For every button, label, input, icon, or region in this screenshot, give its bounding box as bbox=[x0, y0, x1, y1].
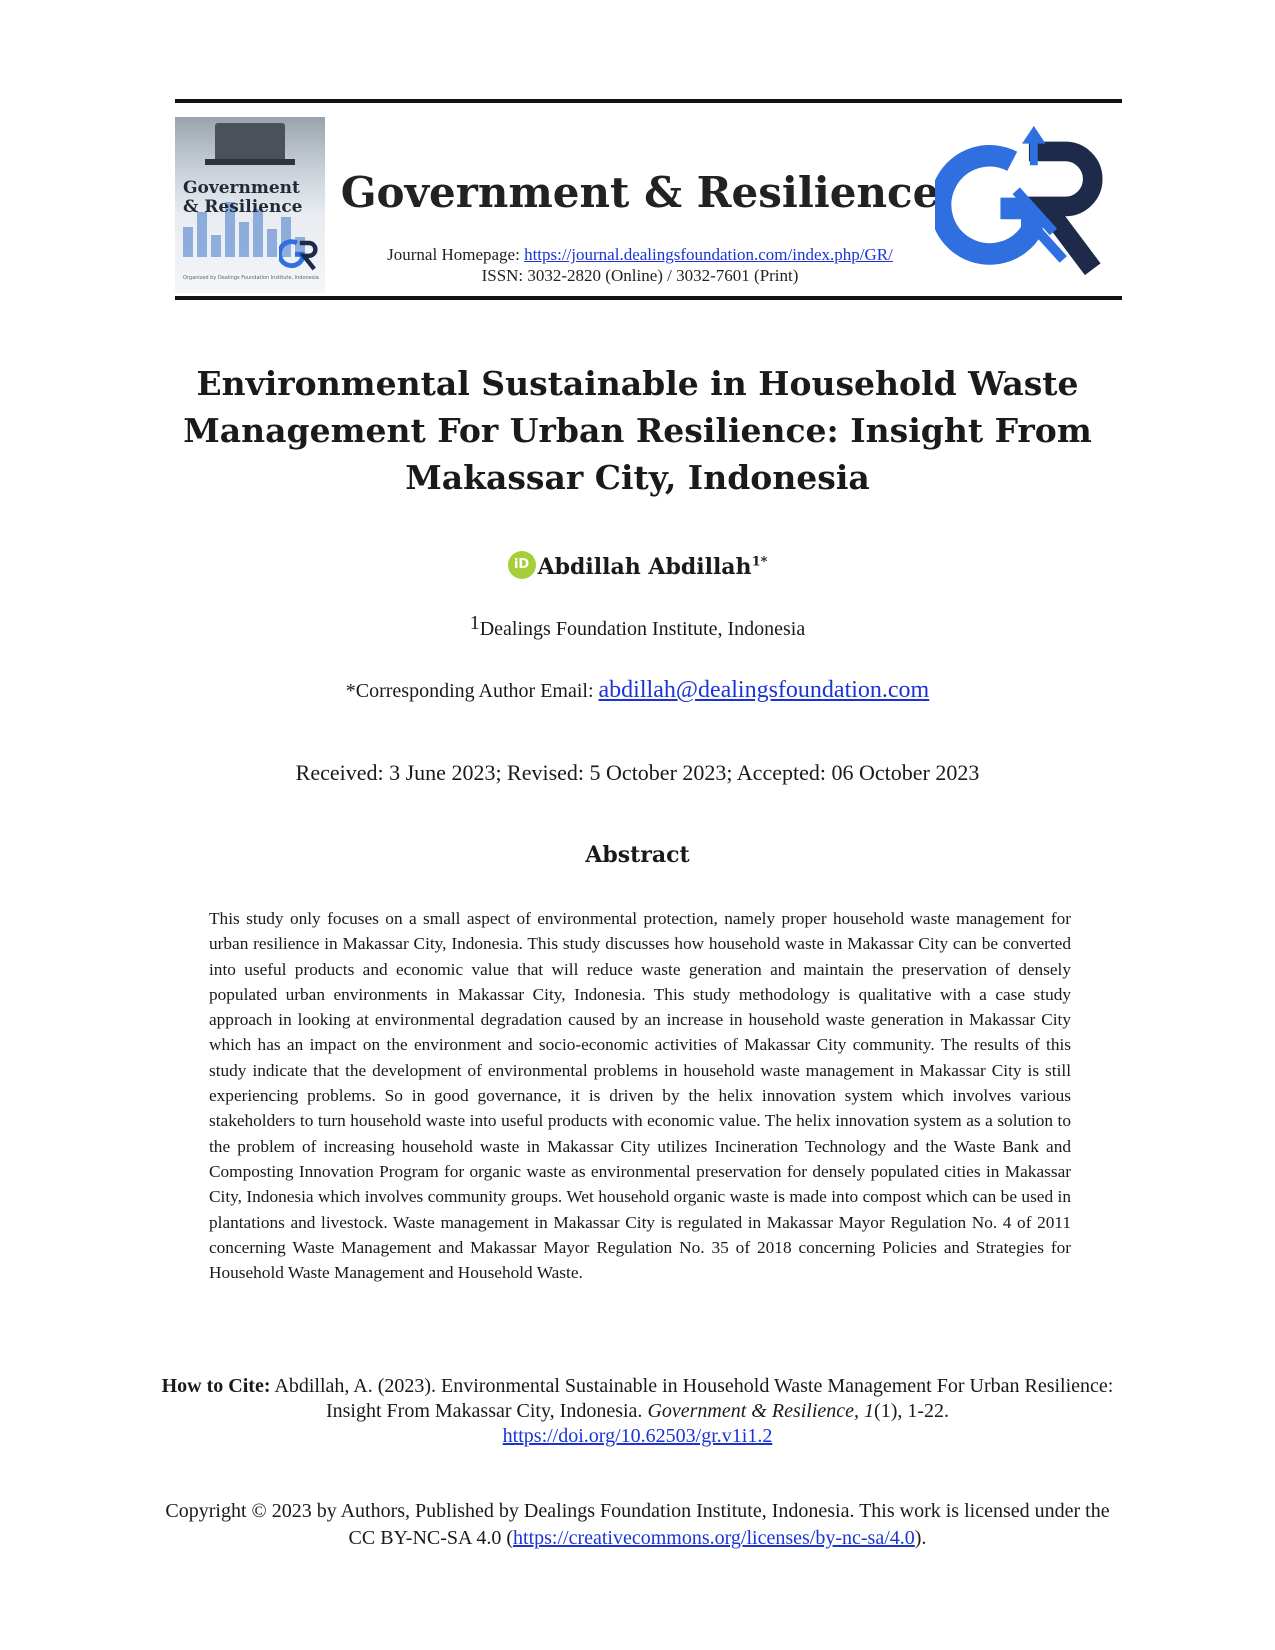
journal-title: Government & Resilience bbox=[340, 168, 940, 217]
affiliation-text: Dealings Foundation Institute, Indonesia bbox=[479, 618, 806, 640]
header-top-rule bbox=[175, 99, 1122, 103]
journal-info: Journal Homepage: https://journal.dealin… bbox=[320, 244, 960, 286]
abstract-text: This study only focuses on a small aspec… bbox=[209, 909, 1071, 1283]
abstract-heading: Abstract bbox=[585, 842, 690, 868]
cite-label: How to Cite: bbox=[161, 1375, 271, 1397]
cover-bar-graphic bbox=[183, 197, 317, 257]
header-bottom-rule bbox=[175, 296, 1122, 300]
affiliation: 1Dealings Foundation Institute, Indonesi… bbox=[0, 612, 1275, 641]
issn: ISSN: 3032-2820 (Online) / 3032-7601 (Pr… bbox=[481, 266, 799, 285]
gr-logo-icon bbox=[935, 125, 1103, 276]
cite-text: Abdillah, A. (2023). Environmental Susta… bbox=[270, 1375, 1114, 1422]
orcid-icon[interactable]: iD bbox=[507, 551, 536, 579]
doi-link[interactable]: https://doi.org/10.62503/gr.v1i1.2 bbox=[502, 1425, 773, 1447]
paper-title: Environmental Sustainable in Household W… bbox=[183, 364, 1092, 497]
author-name: Abdillah Abdillah bbox=[537, 554, 752, 580]
cite-issue: (1), 1-22. bbox=[874, 1400, 950, 1422]
journal-cover-image: Government & Resilience Organized by Dea… bbox=[175, 117, 325, 293]
email-label: *Corresponding Author Email: bbox=[345, 680, 599, 702]
laptop-illustration bbox=[205, 123, 295, 165]
email-link[interactable]: abdillah@dealingsfoundation.com bbox=[598, 677, 930, 703]
author-mark: 1* bbox=[751, 554, 768, 570]
cite-journal: Government & Resilience, 1 bbox=[647, 1400, 875, 1422]
homepage-label: Journal Homepage: bbox=[387, 245, 525, 264]
affiliation-mark: 1 bbox=[469, 612, 480, 634]
cover-gr-logo-icon bbox=[279, 239, 318, 271]
received-dates: Received: 3 June 2023; Revised: 5 Octobe… bbox=[295, 760, 980, 785]
copyright-notice: Copyright © 2023 by Authors, Published b… bbox=[150, 1498, 1125, 1552]
copyright-end: ). bbox=[914, 1527, 927, 1549]
journal-homepage-link[interactable]: https://journal.dealingsfoundation.com/i… bbox=[524, 245, 893, 264]
cover-title: Government & Resilience bbox=[183, 178, 303, 217]
how-to-cite: How to Cite: Abdillah, A. (2023). Enviro… bbox=[150, 1374, 1125, 1449]
cover-caption: Organized by Dealings Foundation Institu… bbox=[183, 275, 319, 281]
corresponding-email: *Corresponding Author Email: abdillah@de… bbox=[0, 677, 1275, 704]
license-link[interactable]: https://creativecommons.org/licenses/by-… bbox=[513, 1527, 915, 1549]
copyright-text: Copyright © 2023 by Authors, Published b… bbox=[165, 1500, 1110, 1549]
